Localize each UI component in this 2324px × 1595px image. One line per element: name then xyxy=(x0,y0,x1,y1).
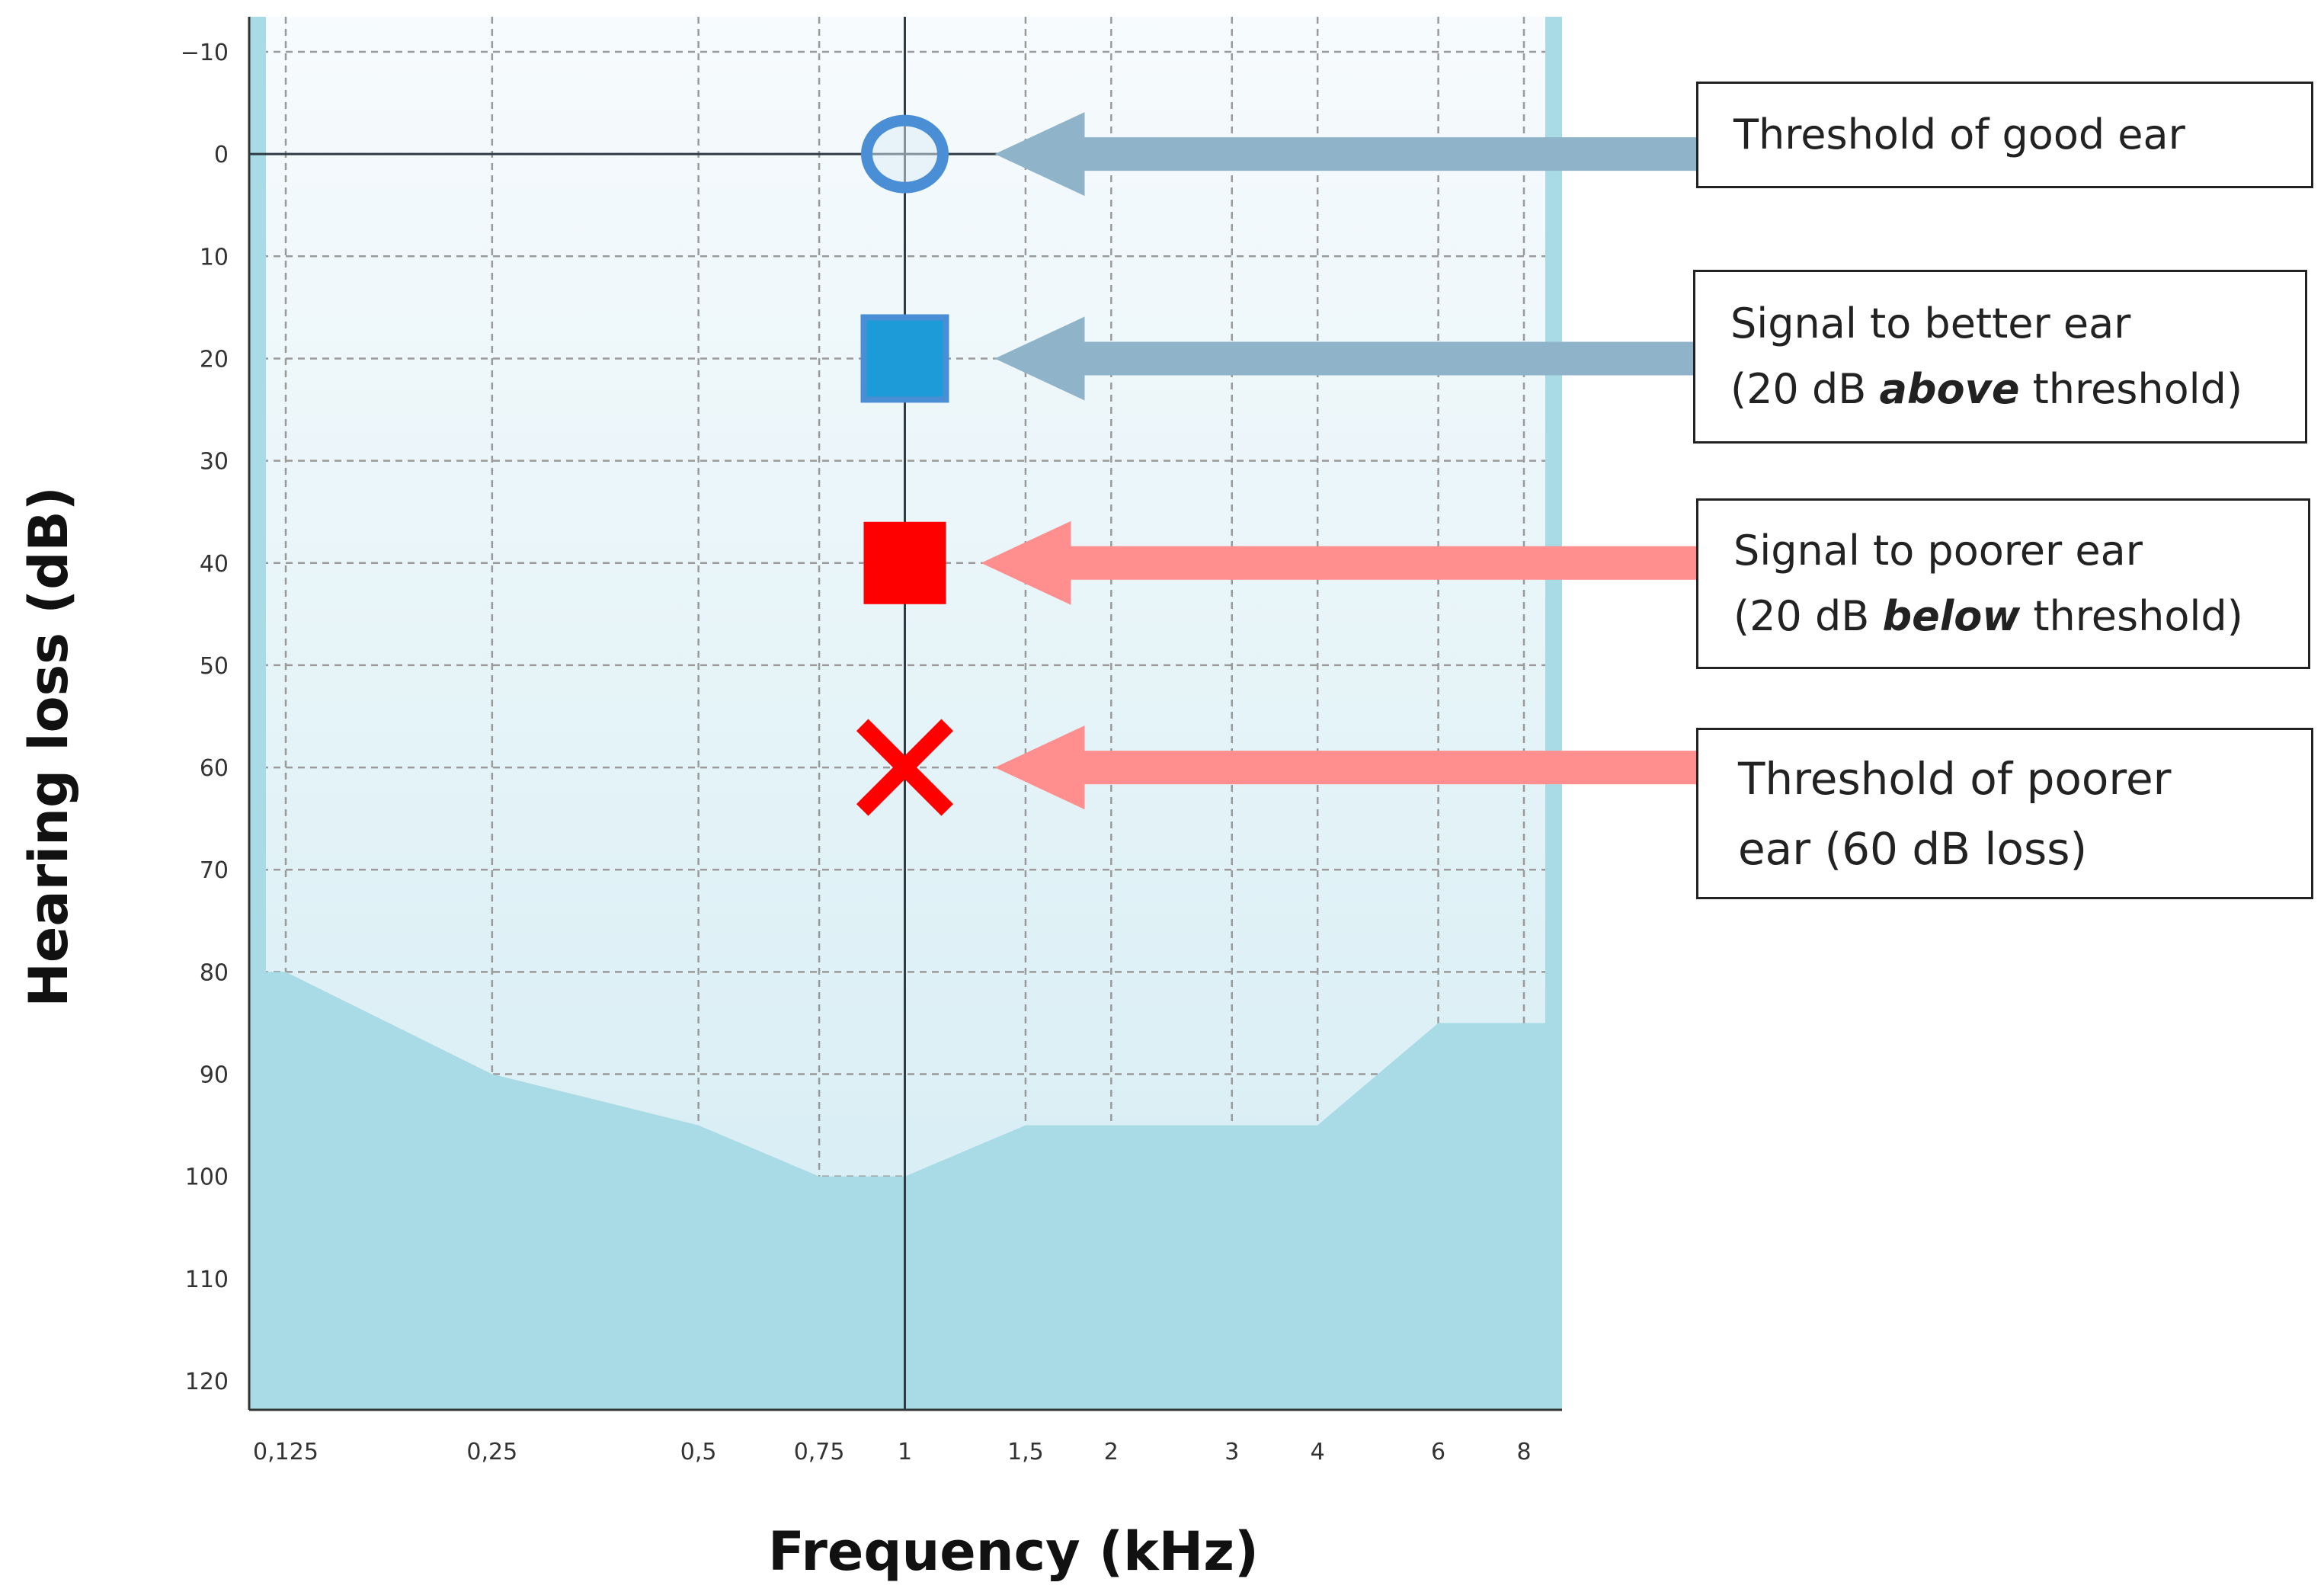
x-tick-label: 6 xyxy=(1431,1439,1445,1465)
y-tick-label: 40 xyxy=(200,551,229,578)
x-tick-label: 0,125 xyxy=(253,1439,319,1465)
marker-circle-good-threshold xyxy=(861,114,949,194)
y-tick-label: −10 xyxy=(181,40,229,66)
callout-text: threshold) xyxy=(2019,365,2243,413)
left-edge-band xyxy=(249,17,266,1410)
callout-poorer-ear-signal: Signal to poorer ear (20 dB below thresh… xyxy=(1696,498,2310,669)
y-tick-label: 0 xyxy=(214,142,229,168)
y-tick-label: 70 xyxy=(200,857,229,884)
x-tick-label: 2 xyxy=(1104,1439,1119,1465)
y-tick-label: 50 xyxy=(200,653,229,680)
callout-line: ear (60 dB loss) xyxy=(1738,822,2088,875)
callout-line: Signal to better ear xyxy=(1730,299,2131,348)
y-tick-label: 90 xyxy=(200,1062,229,1089)
x-tick-label: 4 xyxy=(1311,1439,1325,1465)
y-tick-labels: −10 0 10 20 30 40 50 60 70 80 90 100 110 120 xyxy=(181,40,229,1395)
callout-line: Signal to poorer ear xyxy=(1733,527,2143,575)
marker-square-poorer-signal xyxy=(863,521,946,604)
y-tick-label: 60 xyxy=(200,755,229,782)
callout-text: (20 dB xyxy=(1733,592,1883,640)
y-tick-label: 30 xyxy=(200,449,229,476)
marker-square-better-signal xyxy=(860,314,949,403)
right-edge-band xyxy=(1545,17,1562,1410)
x-tick-label: 0,75 xyxy=(794,1439,845,1465)
callout-emphasis: above xyxy=(1879,365,2020,413)
callout-text: threshold) xyxy=(2020,592,2243,640)
marker-x-stroke xyxy=(856,719,954,816)
x-tick-label: 3 xyxy=(1224,1439,1239,1465)
y-tick-label: 110 xyxy=(185,1267,229,1293)
y-tick-label: 80 xyxy=(200,959,229,986)
y-tick-label: 120 xyxy=(185,1369,229,1395)
y-tick-label: 20 xyxy=(200,346,229,373)
callout-line: (20 dB above threshold) xyxy=(1730,357,2305,422)
callout-line: Threshold of good ear xyxy=(1733,110,2185,159)
callout-arrows xyxy=(981,112,1696,810)
x-tick-label: 1,5 xyxy=(1007,1439,1044,1465)
callout-good-ear-threshold: Threshold of good ear xyxy=(1696,82,2313,188)
x-tick-label: 1 xyxy=(898,1439,912,1465)
x-axis-title: Frequency (kHz) xyxy=(768,1520,1259,1583)
callout-emphasis: below xyxy=(1882,592,2021,640)
callout-poorer-ear-threshold: Threshold of poorer ear (60 dB loss) xyxy=(1696,728,2313,899)
x-tick-label: 8 xyxy=(1516,1439,1531,1465)
x-tick-label: 0,25 xyxy=(466,1439,517,1465)
x-tick-labels: 0,125 0,25 0,5 0,75 1 1,5 2 3 4 6 8 xyxy=(253,1439,1531,1465)
callout-line: (20 dB below threshold) xyxy=(1733,584,2308,649)
arrow-good-threshold xyxy=(994,112,1696,197)
arrow-poorer-signal xyxy=(981,520,1696,605)
callout-line: Threshold of poorer xyxy=(1738,752,2172,805)
y-tick-label: 100 xyxy=(185,1164,229,1191)
y-tick-label: 10 xyxy=(200,244,229,271)
callout-better-ear-signal: Signal to better ear (20 dB above thresh… xyxy=(1693,270,2307,444)
y-axis-title: Hearing loss (dB) xyxy=(18,486,80,1007)
arrow-better-signal xyxy=(994,316,1693,401)
callout-text: (20 dB xyxy=(1730,365,1880,413)
arrow-poorer-threshold xyxy=(994,725,1696,810)
data-markers xyxy=(856,114,954,816)
x-tick-label: 0,5 xyxy=(680,1439,717,1465)
